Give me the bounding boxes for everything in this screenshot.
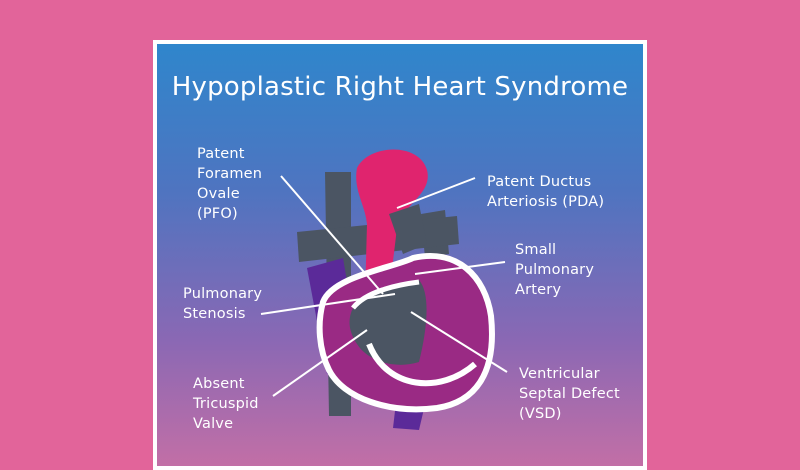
label-small-pulmonary-artery: Small Pulmonary Artery [515,242,595,298]
diagram-title: Hypoplastic Right Heart Syndrome [171,72,629,102]
ductus [389,204,427,254]
heart-outline [316,253,495,413]
leader-pfo [280,175,384,295]
aorta [356,149,428,298]
ventricle-inner [349,280,427,365]
inner-white [366,342,477,387]
leader-pda [396,177,476,209]
label-absent-tricuspid-valve: Absent Tricuspid Valve [193,376,259,432]
heart-illustration [260,149,508,430]
leader-small-pa [414,261,506,275]
diagram-card: Hypoplastic Right Heart Syndrome Patent … [153,40,647,470]
label-pulmonary-stenosis: Pulmonary Stenosis [183,286,263,322]
label-pda: Patent Ductus Arteriosis (PDA) [487,174,605,210]
leader-stenosis [260,293,396,315]
leader-vsd [410,311,508,373]
label-vsd: Ventricular Septal Defect (VSD) [519,366,620,422]
septum-outline [351,279,420,310]
label-pfo: Patent Foramen Ovale (PFO) [197,146,263,222]
leader-tricuspid [272,329,368,397]
